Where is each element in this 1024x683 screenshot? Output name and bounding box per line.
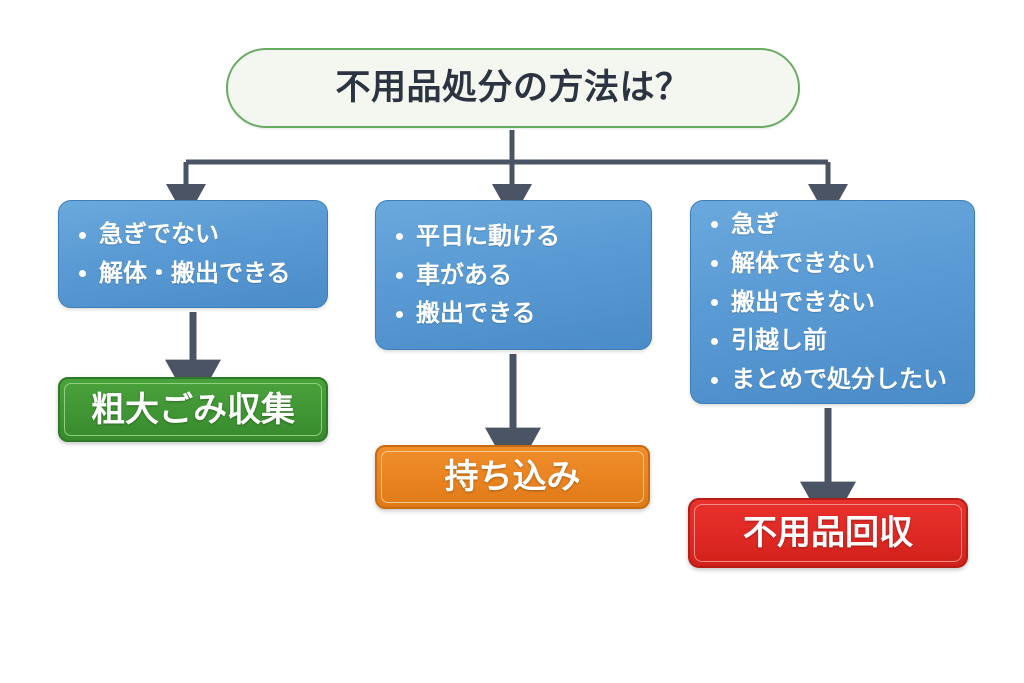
- list-item: 搬出できない: [709, 283, 964, 322]
- condition-text: 解体できない: [731, 248, 875, 277]
- list-item: 車がある: [394, 256, 641, 295]
- bullet-icon: [396, 272, 403, 279]
- condition-text: 解体・搬出できる: [99, 259, 291, 287]
- bullet-icon: [711, 299, 718, 306]
- bullet-icon: [396, 233, 403, 241]
- list-item: 平日に動ける: [394, 217, 641, 256]
- list-item: 解体できない: [709, 244, 964, 283]
- bullet-icon: [711, 221, 718, 229]
- condition-list-1: 急ぎでない 解体・搬出できる: [77, 215, 317, 293]
- list-item: 急ぎ: [709, 205, 964, 244]
- bullet-icon: [79, 231, 86, 239]
- condition-list-3: 急ぎ 解体できない 搬出できない 引越し前 まとめで処分したい: [709, 205, 964, 399]
- condition-text: 車がある: [416, 260, 512, 289]
- condition-text: 平日に動ける: [416, 221, 560, 250]
- result-label: 持ち込み: [444, 457, 581, 497]
- result-box-sodai-gomi: 粗大ごみ収集: [58, 377, 328, 442]
- condition-box-2: 平日に動ける 車がある 搬出できる: [375, 200, 652, 350]
- condition-text: 急ぎ: [731, 209, 779, 238]
- condition-text: 搬出できない: [731, 287, 875, 316]
- bullet-icon: [396, 310, 403, 318]
- list-item: 急ぎでない: [77, 215, 317, 254]
- bullet-icon: [711, 337, 718, 345]
- bullet-icon: [711, 376, 718, 384]
- list-item: 解体・搬出できる: [77, 254, 317, 293]
- result-box-fuyouhin-kaishu: 不用品回収: [688, 498, 968, 568]
- result-label: 粗大ごみ収集: [91, 389, 295, 430]
- diagram-title-box: 不用品処分の方法は？: [226, 48, 800, 128]
- list-item: まとめで処分したい: [709, 360, 964, 399]
- bullet-icon: [711, 260, 718, 268]
- condition-text: 搬出できる: [416, 299, 536, 328]
- condition-box-3: 急ぎ 解体できない 搬出できない 引越し前 まとめで処分したい: [690, 200, 975, 404]
- page-title: 不用品処分の方法は？: [335, 67, 691, 108]
- bullet-icon: [79, 270, 86, 278]
- condition-list-2: 平日に動ける 車がある 搬出できる: [394, 217, 641, 334]
- list-item: 引越し前: [709, 321, 964, 360]
- condition-text: まとめで処分したい: [731, 365, 947, 394]
- result-label: 不用品回収: [743, 513, 913, 553]
- list-item: 搬出できる: [394, 294, 641, 333]
- result-box-mochikomi: 持ち込み: [375, 445, 650, 509]
- condition-box-1: 急ぎでない 解体・搬出できる: [58, 200, 328, 308]
- condition-text: 急ぎでない: [99, 220, 219, 249]
- condition-text: 引越し前: [731, 326, 827, 355]
